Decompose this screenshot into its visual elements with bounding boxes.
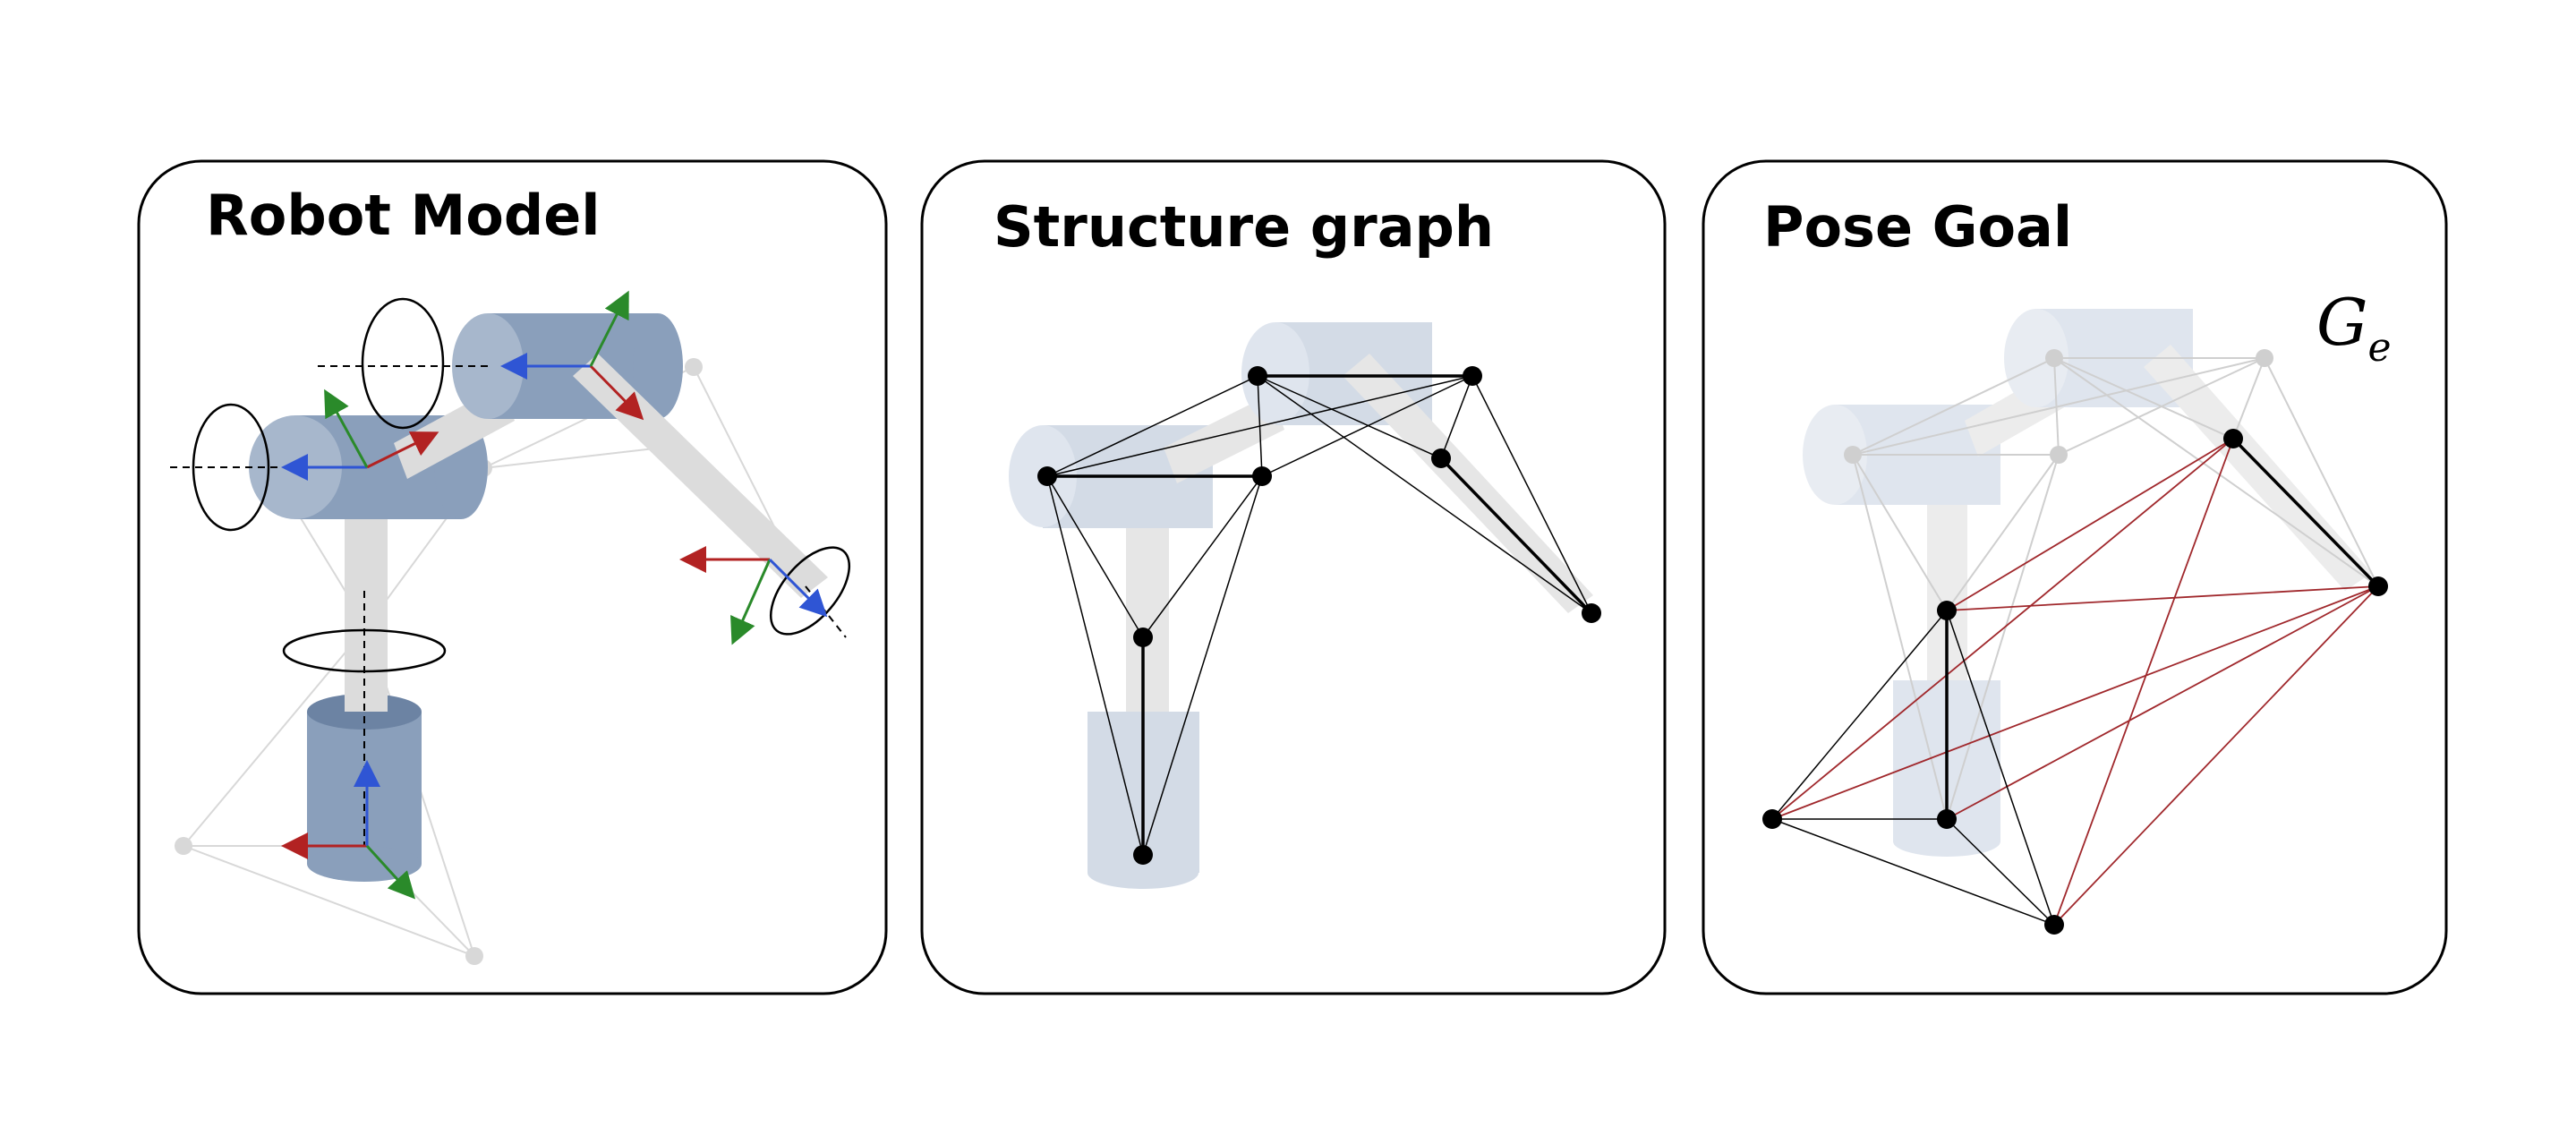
panel-robot-model: Robot Model (137, 159, 888, 995)
robot-vertical-link (345, 501, 388, 712)
goal-nodes (1762, 429, 2388, 935)
structure-edges (1046, 374, 1593, 856)
panel-structure-graph-title: Structure graph (994, 194, 1494, 260)
goal-label-subscript: e (2368, 325, 2392, 371)
faint-nodes (1844, 349, 2273, 464)
goal-edges (1771, 438, 2379, 926)
panel-pose-goal: Pose Goal Ge (1702, 159, 2448, 995)
goal-label: Ge (2316, 285, 2392, 371)
panel-pose-goal-title: Pose Goal (1763, 194, 2072, 260)
structure-edges-goal (1771, 437, 2380, 926)
panel-robot-model-frame (137, 159, 888, 995)
structure-nodes (1037, 366, 1601, 865)
panel-robot-model-title: Robot Model (206, 183, 601, 248)
joint-axis-lines (170, 365, 847, 846)
goal-label-letter: G (2316, 285, 2368, 360)
panel-structure-graph: Structure graph (920, 159, 1667, 995)
coordinate-frames (281, 290, 828, 900)
